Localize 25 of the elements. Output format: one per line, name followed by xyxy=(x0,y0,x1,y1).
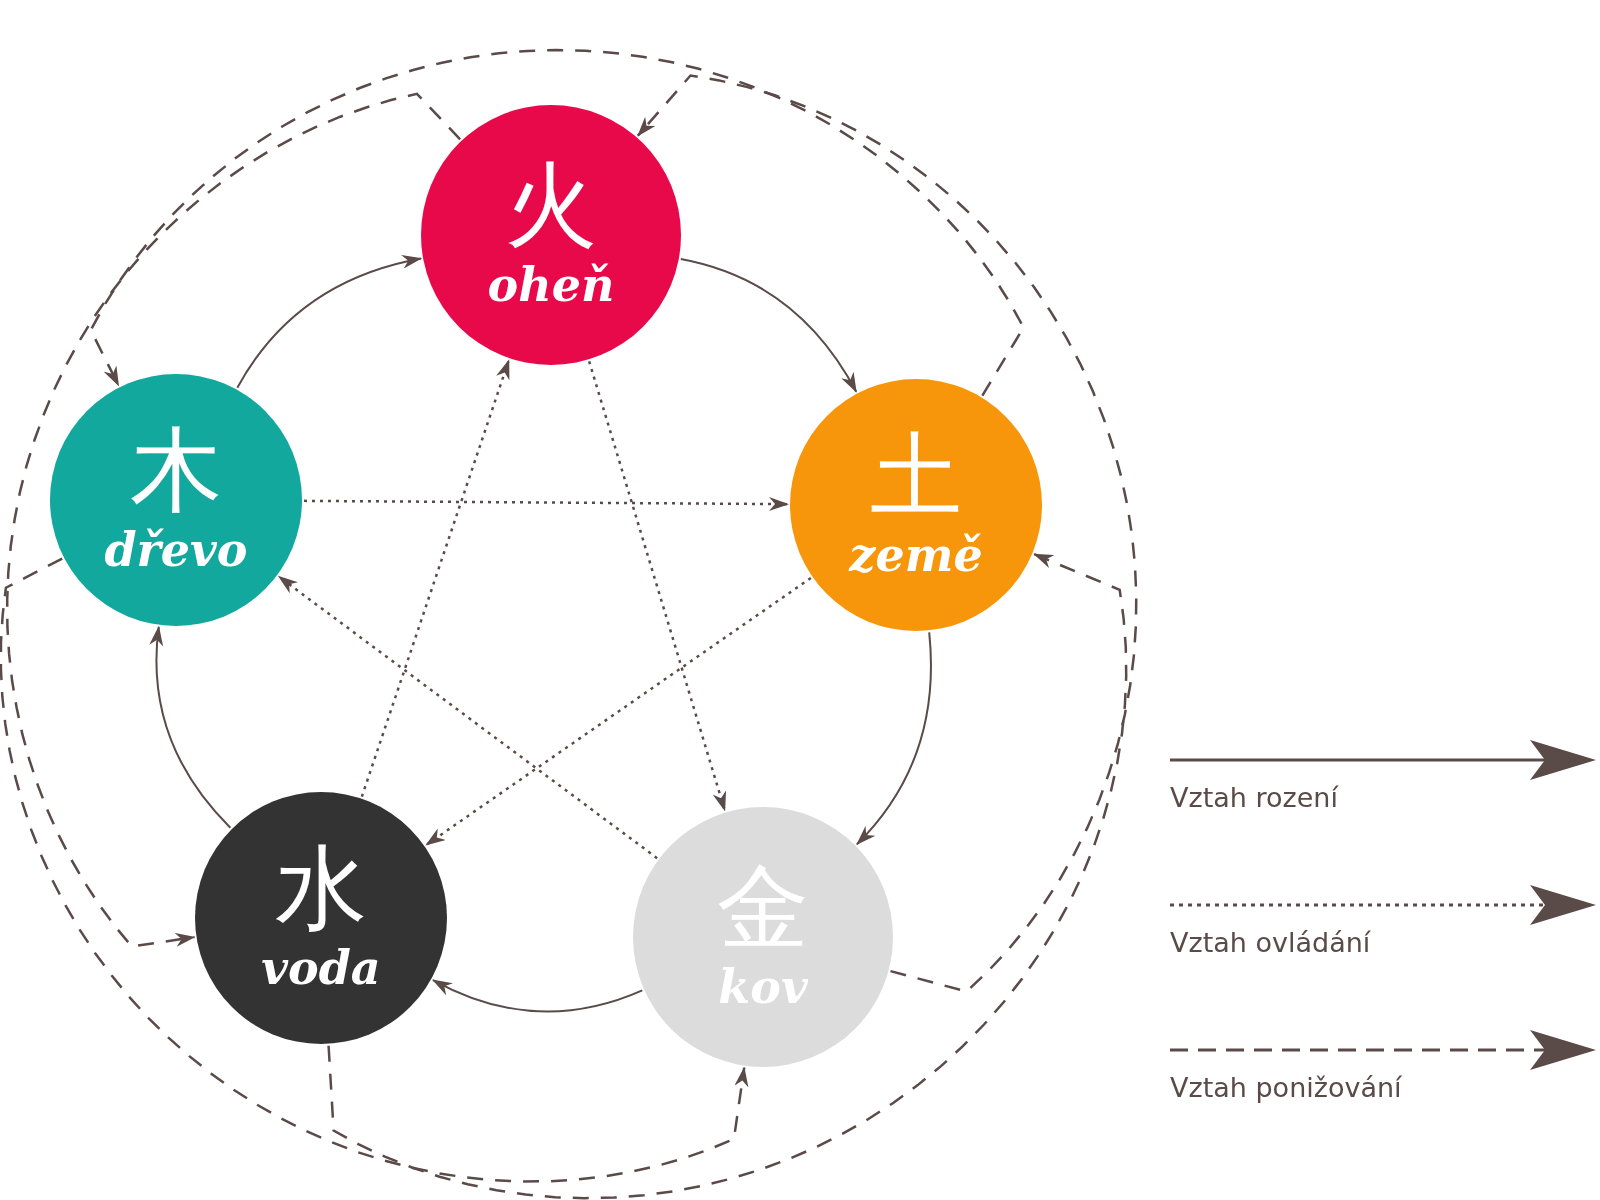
arrow xyxy=(236,255,423,389)
arrow xyxy=(425,576,812,847)
arrow xyxy=(304,497,789,511)
element-name: voda xyxy=(261,942,381,994)
legend-text: Vztah rození xyxy=(1170,782,1338,813)
chinese-character: 水 xyxy=(275,842,367,935)
legend-text: Vztah ovládání xyxy=(1170,927,1371,958)
chinese-character: 木 xyxy=(130,424,222,517)
arrow xyxy=(0,557,749,1183)
element-name: dřevo xyxy=(104,524,248,576)
arrow xyxy=(636,74,1138,993)
arrow xyxy=(679,258,858,393)
chinese-character: 土 xyxy=(870,429,962,522)
arrow xyxy=(587,361,727,812)
arrow xyxy=(5,92,462,948)
arrow xyxy=(327,553,1128,1200)
arrow xyxy=(360,359,511,798)
element-name: oheň xyxy=(487,259,615,311)
arrow xyxy=(277,575,658,860)
arrow xyxy=(855,631,932,846)
chinese-character: 火 xyxy=(505,159,597,252)
element-name: země xyxy=(849,529,983,581)
arrow xyxy=(431,979,644,1013)
legend-text: Vztah ponižování xyxy=(1170,1072,1402,1103)
arrow xyxy=(149,625,232,829)
